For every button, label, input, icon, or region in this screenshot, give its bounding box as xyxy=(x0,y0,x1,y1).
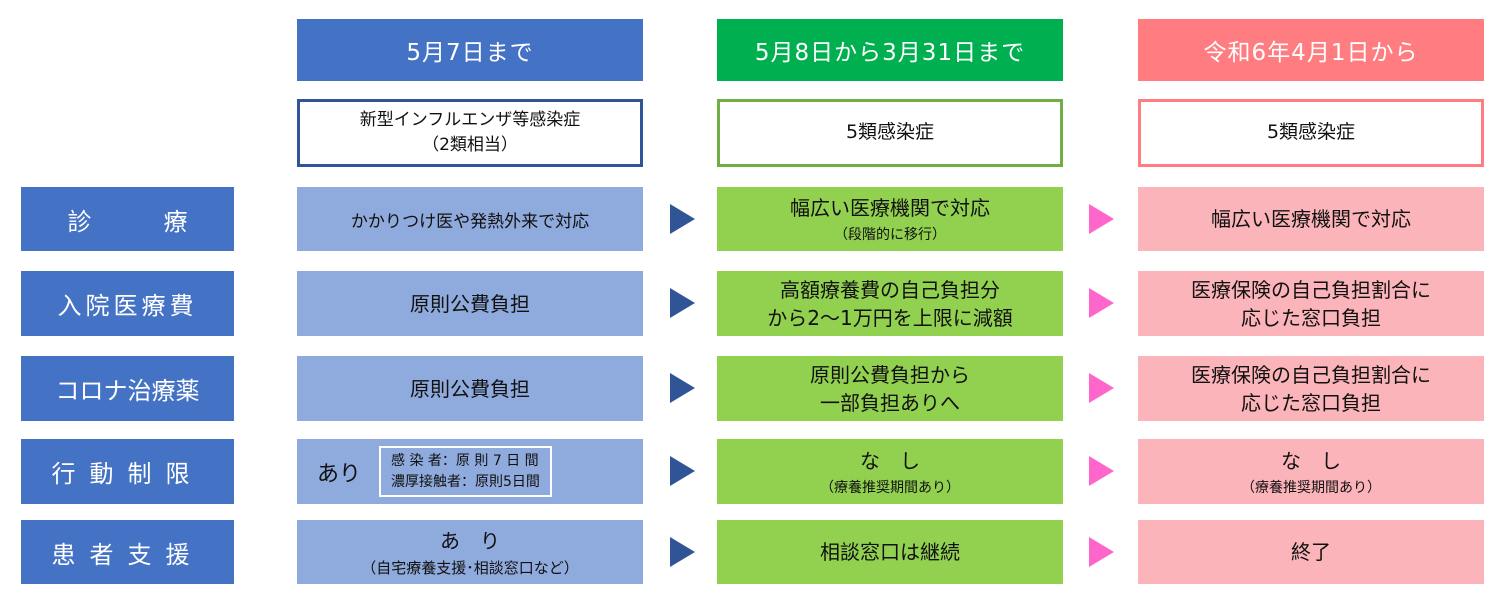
cell-restriction-col3: な し （療養推奨期間あり） xyxy=(1138,439,1484,504)
classification-col3: 5類感染症 xyxy=(1138,99,1484,167)
cell-medication-col2: 原則公費負担から 一部負担ありへ xyxy=(717,356,1063,421)
cell-hospitalization-col1: 原則公費負担 xyxy=(297,271,643,336)
header-label: 5月7日まで xyxy=(406,40,534,66)
cell-medication-col1: 原則公費負担 xyxy=(297,356,643,421)
cell-consultation-col3: 幅広い医療機関で対応 xyxy=(1138,187,1484,251)
classification-text: 新型インフルエンザ等感染症 xyxy=(359,110,581,131)
row-label-movement-restriction: 行動制限 xyxy=(21,439,234,504)
classification-text: 5類感染症 xyxy=(845,121,935,144)
arrow-right-icon xyxy=(670,373,695,403)
arrow-right-icon xyxy=(670,204,695,234)
cell-consultation-col1: かかりつけ医や発熱外来で対応 xyxy=(297,187,643,251)
arrow-right-icon xyxy=(1089,288,1114,318)
arrow-right-icon xyxy=(670,288,695,318)
arrow-right-icon xyxy=(670,537,695,567)
cell-support-col2: 相談窓口は継続 xyxy=(717,520,1063,584)
classification-col1: 新型インフルエンザ等感染症 （2類相当） xyxy=(297,99,643,167)
row-label-consultation: 診 療 xyxy=(21,187,234,251)
arrow-right-icon xyxy=(1089,456,1114,486)
cell-support-col3: 終了 xyxy=(1138,520,1484,584)
classification-text: （2類相当） xyxy=(422,135,518,155)
arrow-right-icon xyxy=(1089,537,1114,567)
cell-restriction-col2: な し （療養推奨期間あり） xyxy=(717,439,1063,504)
cell-hospitalization-col3: 医療保険の自己負担割合に 応じた窓口負担 xyxy=(1138,271,1484,336)
header-from-reiwa6: 令和6年4月1日から xyxy=(1138,19,1484,81)
row-label-hospitalization: 入院医療費 xyxy=(21,271,234,336)
isolation-period-box: 感 染 者：原 則 7 日 間 濃厚接触者：原則5日間 xyxy=(379,446,552,497)
cell-support-col1: あ り （自宅療養支援･相談窓口など） xyxy=(297,520,643,584)
cell-restriction-col1: あり 感 染 者：原 則 7 日 間 濃厚接触者：原則5日間 xyxy=(297,439,643,504)
header-until-may7: 5月7日まで xyxy=(297,19,643,81)
cell-consultation-col2: 幅広い医療機関で対応 （段階的に移行） xyxy=(717,187,1063,251)
header-label: 令和6年4月1日から xyxy=(1203,40,1419,66)
classification-text: 5類感染症 xyxy=(1266,121,1356,144)
row-label-patient-support: 患者支援 xyxy=(21,520,234,584)
arrow-right-icon xyxy=(1089,204,1114,234)
cell-hospitalization-col2: 高額療養費の自己負担分 から2～1万円を上限に減額 xyxy=(717,271,1063,336)
classification-col2: 5類感染症 xyxy=(717,99,1063,167)
header-may8-to-mar31: 5月8日から3月31日まで xyxy=(717,19,1063,81)
arrow-right-icon xyxy=(1089,373,1114,403)
arrow-right-icon xyxy=(670,456,695,486)
header-label: 5月8日から3月31日まで xyxy=(754,40,1026,66)
row-label-covid-medication: コロナ治療薬 xyxy=(21,356,234,421)
cell-medication-col3: 医療保険の自己負担割合に 応じた窓口負担 xyxy=(1138,356,1484,421)
